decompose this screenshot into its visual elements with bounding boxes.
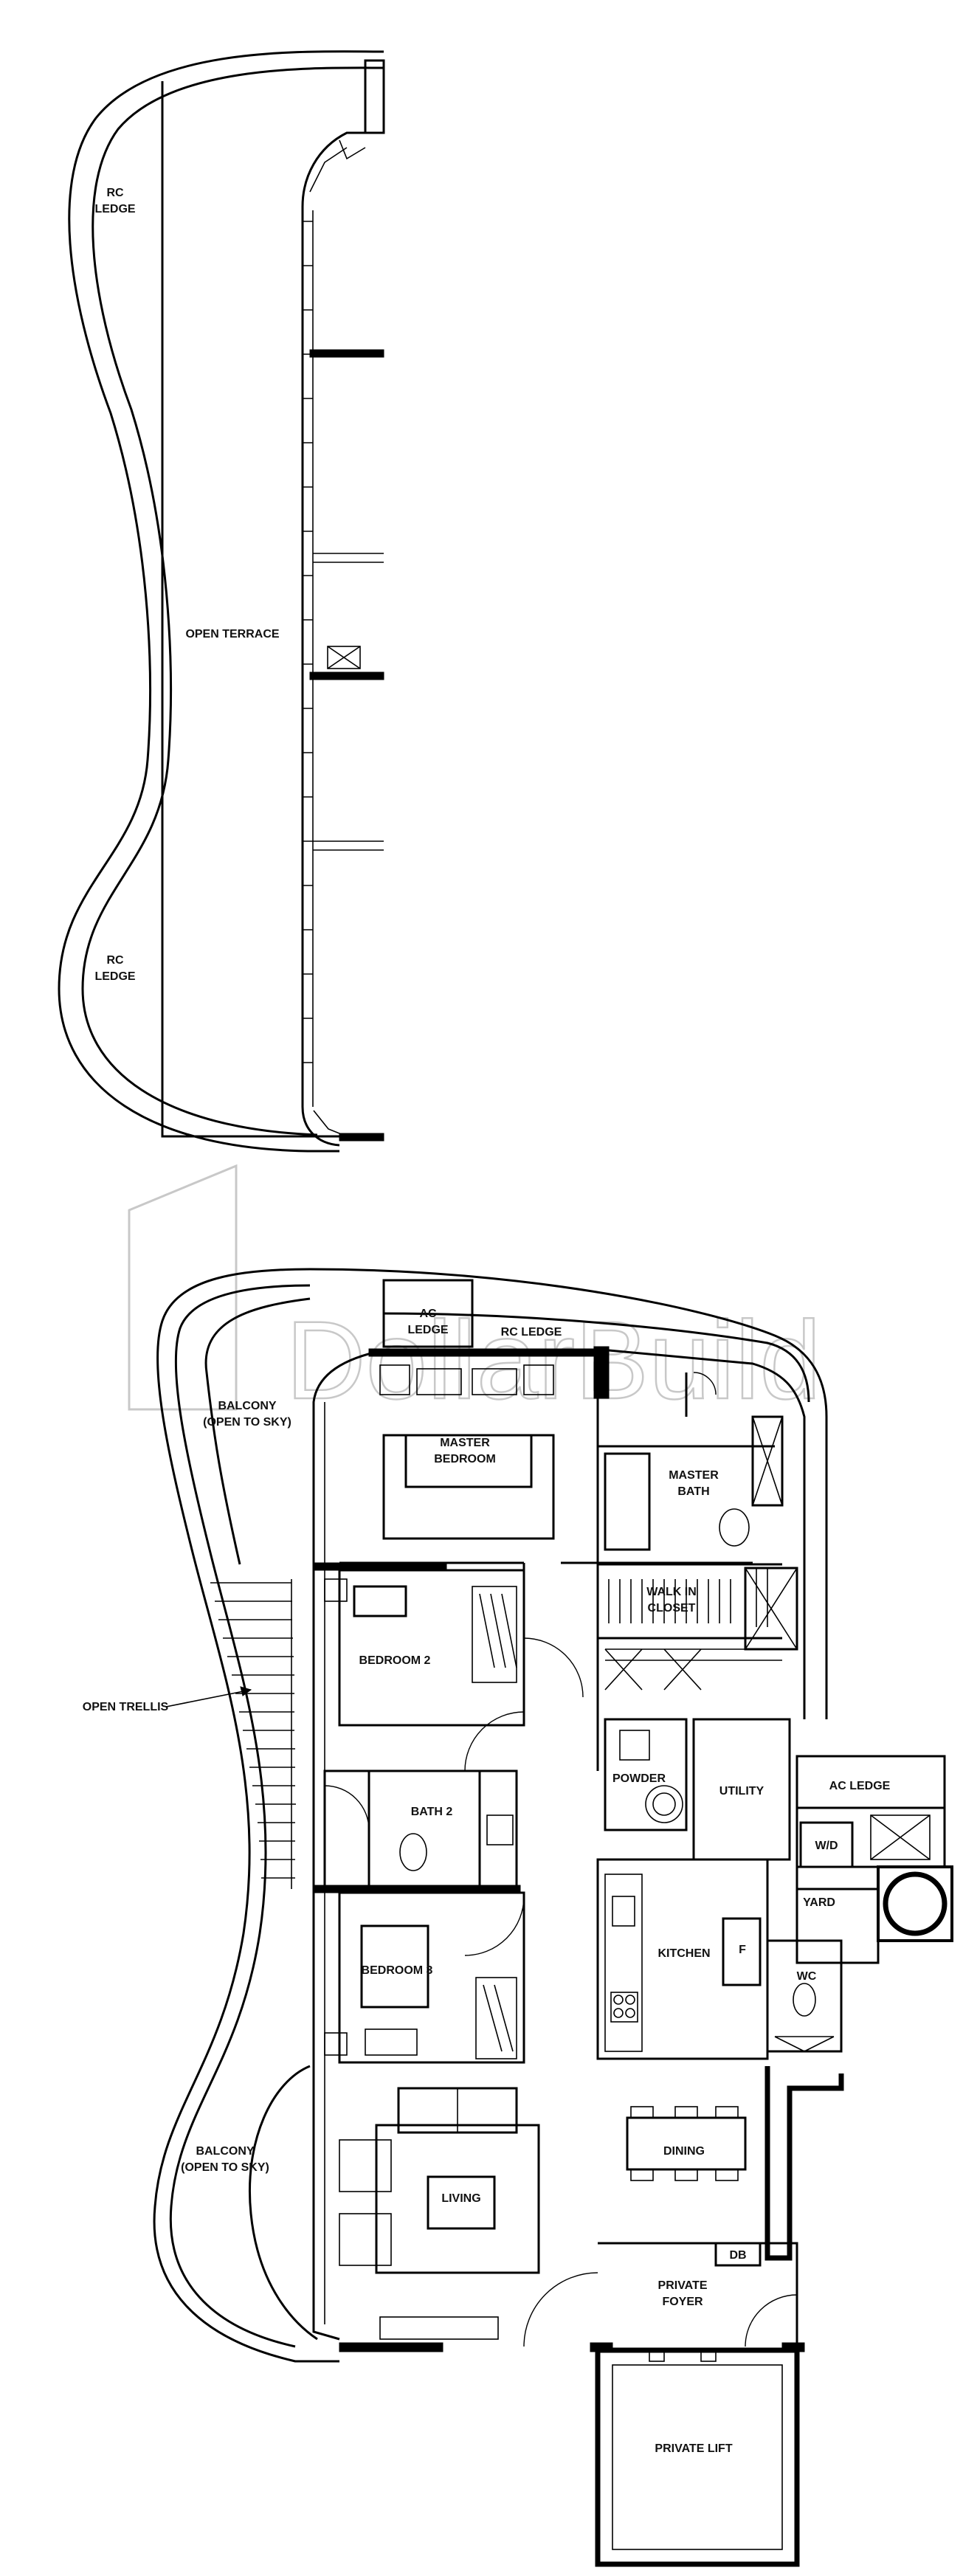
label-master-bath: MASTER BATH <box>669 1469 719 1498</box>
watermark: DollarBuild <box>128 1164 822 1423</box>
wall-stub <box>309 349 384 358</box>
svg-text:LEDGE: LEDGE <box>407 1324 448 1336</box>
label-living: LIVING <box>441 2192 480 2205</box>
label-bedroom-2: BEDROOM 2 <box>359 1654 431 1667</box>
label-master-bedroom: MASTER BEDROOM <box>434 1437 496 1465</box>
label-private-foyer: PRIVATE FOYER <box>658 2279 708 2308</box>
open-trellis <box>210 1579 296 1889</box>
svg-text:CLOSET: CLOSET <box>648 1602 696 1615</box>
wall-stub <box>339 1133 384 1142</box>
label-rc-ledge-bottom: RC LEDGE <box>94 954 135 983</box>
label-rc-ledge-top: RC LEDGE <box>94 187 135 215</box>
label-walk-in-closet: WALK IN CLOSET <box>646 1586 697 1615</box>
label-bedroom-3: BEDROOM 3 <box>362 1964 433 1977</box>
svg-text:RC: RC <box>106 954 124 967</box>
svg-text:(OPEN TO SKY): (OPEN TO SKY) <box>203 1416 291 1429</box>
svg-text:OPEN TRELLIS: OPEN TRELLIS <box>83 1701 169 1713</box>
svg-text:RC: RC <box>106 187 124 199</box>
label-kitchen: KITCHEN <box>657 1947 710 1960</box>
label-db: DB <box>729 2249 746 2262</box>
unit-plan <box>153 1268 953 2567</box>
svg-text:WALK IN: WALK IN <box>646 1586 697 1598</box>
svg-text:MASTER: MASTER <box>669 1469 719 1482</box>
label-powder: POWDER <box>612 1772 666 1785</box>
svg-text:PRIVATE: PRIVATE <box>658 2279 708 2292</box>
label-bath-2: BATH 2 <box>411 1806 453 1818</box>
terrace-section: RC LEDGE OPEN TERRACE RC LEDGE <box>58 50 385 1153</box>
svg-text:AC: AC <box>419 1308 437 1320</box>
label-wc: WC <box>797 1970 817 1983</box>
svg-text:BALCONY: BALCONY <box>218 1400 276 1412</box>
label-yard: YARD <box>803 1896 835 1909</box>
label-open-trellis: OPEN TRELLIS <box>83 1686 252 1713</box>
wall-stub <box>309 671 384 680</box>
svg-text:BATH: BATH <box>677 1485 709 1498</box>
label-utility: UTILITY <box>719 1785 764 1798</box>
svg-text:(OPEN TO SKY): (OPEN TO SKY) <box>181 2161 269 2174</box>
label-fridge: F <box>739 1944 746 1956</box>
svg-text:BALCONY: BALCONY <box>196 2145 254 2158</box>
label-balcony-bottom: BALCONY (OPEN TO SKY) <box>181 2145 269 2174</box>
watermark-text: DollarBuild <box>286 1298 821 1422</box>
label-open-terrace: OPEN TERRACE <box>185 628 279 640</box>
label-balcony-top: BALCONY (OPEN TO SKY) <box>203 1400 291 1429</box>
closet-hangers <box>608 1568 768 1627</box>
label-dining: DINING <box>663 2145 705 2158</box>
label-rc-ledge-roof: RC LEDGE <box>501 1326 562 1339</box>
label-ac-ledge-top: AC LEDGE <box>407 1308 448 1336</box>
label-wd: W/D <box>815 1840 838 1852</box>
svg-text:LEDGE: LEDGE <box>94 203 135 215</box>
label-ac-ledge-side: AC LEDGE <box>829 1780 891 1792</box>
svg-text:LEDGE: LEDGE <box>94 970 135 983</box>
svg-text:MASTER: MASTER <box>440 1437 490 1449</box>
label-private-lift: PRIVATE LIFT <box>655 2442 732 2455</box>
svg-text:BEDROOM: BEDROOM <box>434 1453 496 1465</box>
glazing-ticks <box>303 221 313 1063</box>
svg-text:FOYER: FOYER <box>662 2296 703 2308</box>
